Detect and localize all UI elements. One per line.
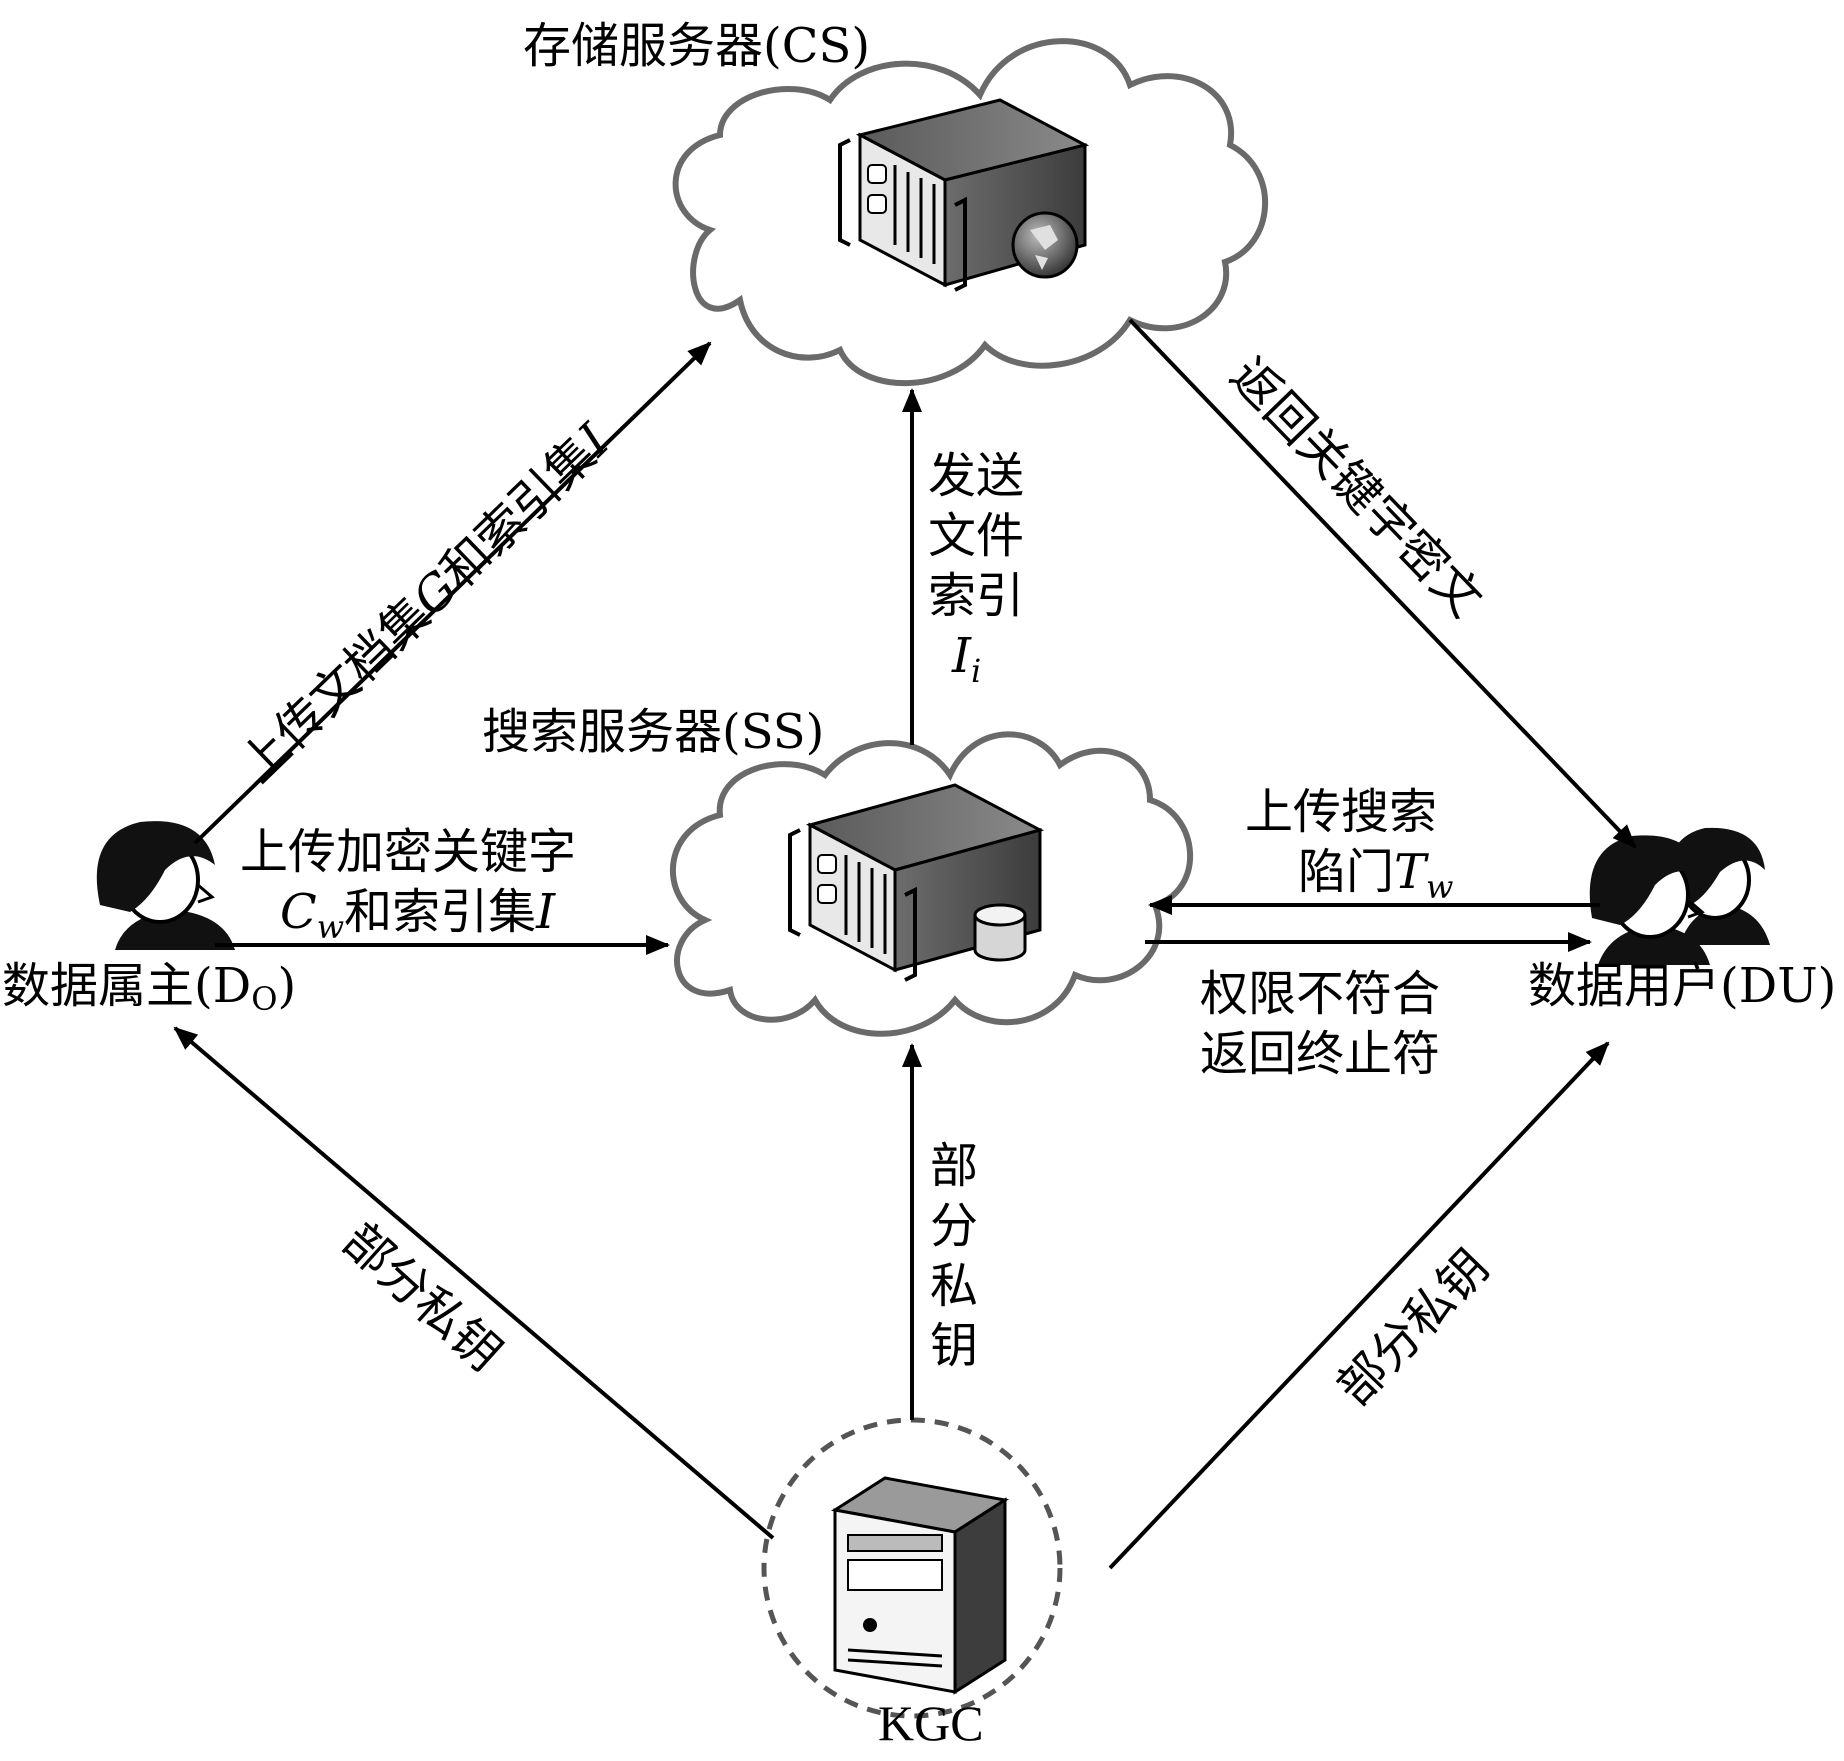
kgc-server-icon bbox=[830, 1476, 1010, 1695]
svg-text:钥: 钥 bbox=[930, 1318, 978, 1374]
svg-text:权限不符合: 权限不符合 bbox=[1200, 966, 1440, 1022]
kgc-label: KGC bbox=[878, 1695, 984, 1751]
svg-text:部: 部 bbox=[930, 1138, 978, 1194]
svg-text:分: 分 bbox=[930, 1198, 978, 1254]
terminate-label: 权限不符合 返回终止符 bbox=[1200, 966, 1440, 1082]
svg-text:私: 私 bbox=[930, 1258, 978, 1314]
cs-server-icon bbox=[838, 98, 1090, 292]
ss-server-icon bbox=[788, 783, 1045, 982]
send-index-label: 发送 文件 索引 Ii bbox=[928, 448, 1024, 690]
return-cipher-label: 返回关键字密文 bbox=[1219, 347, 1493, 628]
ss-label: 搜索服务器(SS) bbox=[482, 704, 824, 760]
edge-return-cipher bbox=[1128, 318, 1637, 849]
data-owner-avatar bbox=[96, 821, 235, 950]
svg-text:Cw和索引集I: Cw和索引集I bbox=[280, 884, 556, 946]
database-icon bbox=[973, 903, 1027, 962]
svg-text:文件: 文件 bbox=[928, 508, 1024, 564]
edge-upload-docs bbox=[193, 341, 712, 845]
svg-text:Ii: Ii bbox=[951, 628, 981, 690]
upload-trapdoor-label: 上传搜索 陷门Tw bbox=[1245, 784, 1453, 906]
data-user-label: 数据用户(DU) bbox=[1528, 958, 1836, 1014]
svg-text:上传搜索: 上传搜索 bbox=[1245, 784, 1437, 840]
svg-text:发送: 发送 bbox=[928, 448, 1024, 504]
edge-key-du bbox=[1108, 1041, 1610, 1570]
key-ss-label: 部 分 私 钥 bbox=[930, 1138, 978, 1374]
edge-key-do bbox=[173, 1026, 775, 1540]
cs-label: 存储服务器(CS) bbox=[523, 18, 870, 74]
svg-text:索引: 索引 bbox=[928, 568, 1024, 624]
svg-text:陷门Tw: 陷门Tw bbox=[1298, 844, 1453, 906]
key-du-label: 部分私钥 bbox=[1326, 1239, 1500, 1416]
data-user-avatar bbox=[1589, 827, 1770, 965]
upload-keywords-label: 上传加密关键字 Cw和索引集I bbox=[240, 824, 576, 946]
svg-text:上传加密关键字: 上传加密关键字 bbox=[240, 824, 576, 880]
data-owner-label: 数据属主(DO) bbox=[2, 958, 296, 1018]
svg-text:返回终止符: 返回终止符 bbox=[1200, 1026, 1440, 1082]
